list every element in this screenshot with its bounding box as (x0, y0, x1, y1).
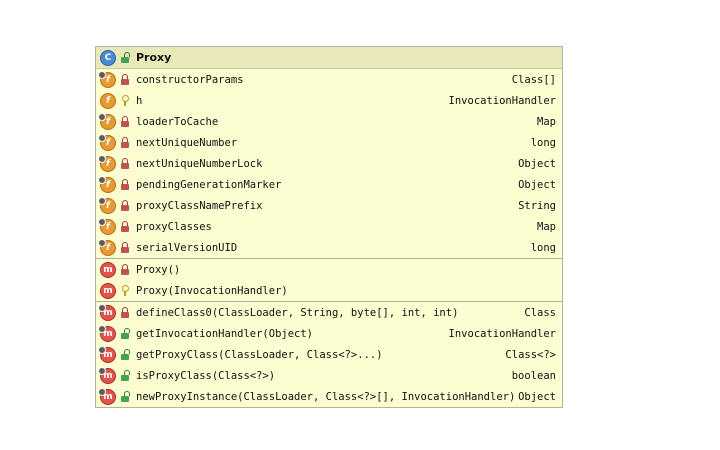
method-icon: m (98, 345, 116, 363)
field-type: InvocationHandler (448, 94, 556, 107)
class-header[interactable]: C Proxy (96, 47, 562, 69)
private-lock-icon (120, 179, 130, 190)
field-icon: f (98, 70, 116, 88)
field-row[interactable]: f proxyClassNamePrefix String (96, 195, 562, 216)
method-name: defineClass0(ClassLoader, String, byte[]… (136, 306, 459, 319)
fields-section: f constructorParams Class[] f h InvocationHan… (96, 69, 562, 259)
method-type: Object (518, 390, 556, 403)
field-name: proxyClasses (136, 220, 212, 233)
method-row[interactable]: m newProxyInstance(ClassLoader, Class<?>[… (96, 386, 562, 407)
field-type: Object (518, 178, 556, 191)
field-row[interactable]: f pendingGenerationMarker Object (96, 174, 562, 195)
field-type: Object (518, 157, 556, 170)
field-row[interactable]: f constructorParams Class[] (96, 69, 562, 90)
field-row[interactable]: f nextUniqueNumberLock Object (96, 153, 562, 174)
field-row[interactable]: f nextUniqueNumber long (96, 132, 562, 153)
constructor-row[interactable]: m Proxy() (96, 259, 562, 280)
constructor-name: Proxy(InvocationHandler) (136, 284, 288, 297)
method-icon: m (100, 282, 116, 299)
field-type: Class[] (511, 73, 556, 86)
method-row[interactable]: m getInvocationHandler(Object) InvocationH… (96, 323, 562, 344)
field-name: nextUniqueNumberLock (136, 157, 263, 170)
private-lock-icon (120, 307, 130, 318)
field-type: long (530, 241, 556, 254)
field-type: String (518, 199, 556, 212)
field-row[interactable]: f serialVersionUID long (96, 237, 562, 258)
field-name: loaderToCache (136, 115, 219, 128)
method-name: getInvocationHandler(Object) (136, 327, 314, 340)
method-row[interactable]: m isProxyClass(Class<?>) boolean (96, 365, 562, 386)
protected-key-icon (120, 285, 130, 296)
field-type: Map (537, 220, 556, 233)
public-lock-icon (120, 370, 130, 381)
public-visibility-icon (120, 52, 130, 63)
constructor-row[interactable]: m Proxy(InvocationHandler) (96, 280, 562, 301)
private-lock-icon (120, 158, 130, 169)
private-lock-icon (120, 200, 130, 211)
field-name: h (136, 94, 143, 107)
private-lock-icon (120, 264, 130, 275)
method-type: Class<?> (505, 348, 556, 361)
method-row[interactable]: m defineClass0(ClassLoader, String, byte[… (96, 302, 562, 323)
protected-key-icon (120, 95, 130, 106)
method-type: InvocationHandler (448, 327, 556, 340)
field-icon: f (98, 196, 116, 214)
public-lock-icon (120, 391, 130, 402)
method-icon: m (98, 387, 116, 405)
method-icon: m (98, 324, 116, 342)
field-icon: f (98, 133, 116, 151)
field-icon: f (100, 92, 116, 109)
class-icon: C (100, 49, 116, 66)
field-row[interactable]: f proxyClasses Map (96, 216, 562, 237)
method-icon: m (98, 303, 116, 321)
field-name: proxyClassNamePrefix (136, 199, 263, 212)
field-icon: f (98, 112, 116, 130)
public-lock-icon (120, 328, 130, 339)
method-row[interactable]: m getProxyClass(ClassLoader, Class<?>...)… (96, 344, 562, 365)
methods-section: m defineClass0(ClassLoader, String, byte[… (96, 302, 562, 407)
method-icon: m (100, 261, 116, 278)
private-lock-icon (120, 74, 130, 85)
method-name: newProxyInstance(ClassLoader, Class<?>[]… (136, 390, 516, 403)
public-lock-icon (120, 349, 130, 360)
constructor-name: Proxy() (136, 263, 181, 276)
field-icon: f (98, 154, 116, 172)
private-lock-icon (120, 242, 130, 253)
field-name: nextUniqueNumber (136, 136, 238, 149)
method-type: boolean (511, 369, 556, 382)
field-icon: f (98, 175, 116, 193)
field-type: long (530, 136, 556, 149)
class-name: Proxy (136, 51, 172, 64)
method-name: isProxyClass(Class<?>) (136, 369, 276, 382)
method-type: Class (524, 306, 556, 319)
field-icon: f (98, 238, 116, 256)
field-type: Map (537, 115, 556, 128)
field-name: constructorParams (136, 73, 244, 86)
field-row[interactable]: f h InvocationHandler (96, 90, 562, 111)
field-name: pendingGenerationMarker (136, 178, 282, 191)
private-lock-icon (120, 116, 130, 127)
method-name: getProxyClass(ClassLoader, Class<?>...) (136, 348, 383, 361)
field-name: serialVersionUID (136, 241, 238, 254)
method-icon: m (98, 366, 116, 384)
private-lock-icon (120, 221, 130, 232)
private-lock-icon (120, 137, 130, 148)
field-icon: f (98, 217, 116, 235)
field-row[interactable]: f loaderToCache Map (96, 111, 562, 132)
